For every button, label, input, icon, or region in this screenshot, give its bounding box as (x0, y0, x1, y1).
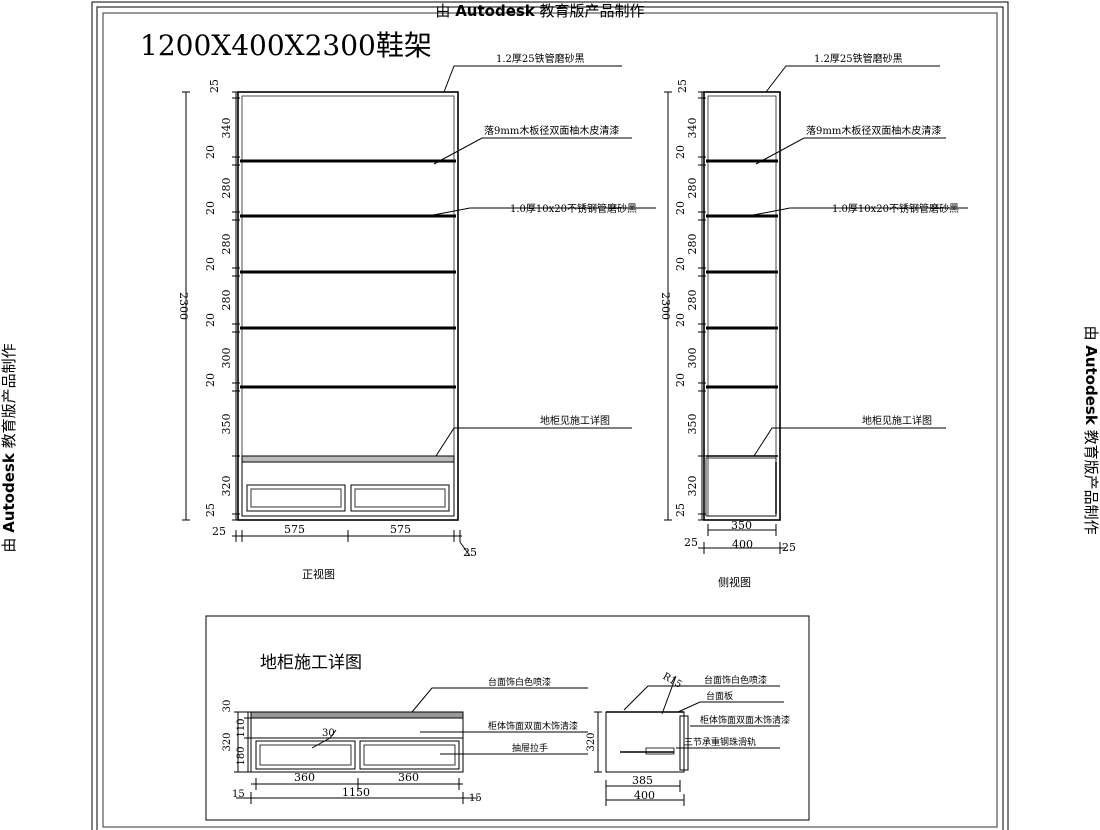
detail-dim-110: 110 (236, 718, 247, 737)
side-view-labels: 2300 25 340 20 280 20 280 20 280 20 300 … (659, 52, 959, 589)
front-seg-10: 20 (204, 373, 217, 387)
detail-dim-360-a: 360 (294, 771, 315, 784)
detail-side-callout-0: 台面饰白色喷漆 (704, 674, 767, 686)
side-seg-13: 25 (674, 503, 687, 517)
front-seg-13: 25 (204, 503, 217, 517)
detail-front (234, 687, 588, 804)
side-callout-3: 地柜见施工详图 (862, 414, 932, 427)
side-dim-400: 400 (732, 538, 753, 551)
side-seg-9: 300 (686, 348, 699, 369)
front-overall-height: 2300 (177, 292, 190, 320)
front-shelves (240, 159, 456, 389)
front-view-labels: 2300 25 340 20 280 20 280 20 280 20 300 … (177, 52, 637, 581)
detail-front-callout-0: 台面饰白色喷漆 (488, 676, 551, 688)
side-seg-12: 320 (686, 476, 699, 497)
side-view (664, 65, 968, 554)
detail-dim-1150: 1150 (342, 786, 370, 799)
front-seg-8: 20 (204, 313, 217, 327)
front-seg-11: 350 (220, 414, 233, 435)
detail-side-callout-1: 台面板 (706, 690, 733, 702)
side-cabinet (705, 457, 777, 517)
front-seg-6: 20 (204, 257, 217, 271)
front-seg-7: 280 (220, 290, 233, 311)
detail-front-callout-2: 抽屉拉手 (512, 742, 548, 754)
side-dim-25-left: 25 (684, 536, 698, 549)
side-caption: 侧视图 (718, 575, 751, 589)
front-dim-575-b: 575 (390, 523, 411, 536)
detail-cabinet-top (250, 717, 464, 739)
side-seg-2: 20 (674, 145, 687, 159)
side-shelves (706, 159, 778, 389)
detail-side-body (605, 711, 685, 773)
front-callout-3: 地柜见施工详图 (540, 414, 610, 427)
front-callout-0: 1.2厚25铁管磨砂黑 (496, 52, 585, 65)
detail-dim-30: 30 (222, 700, 233, 713)
front-dim-right-25: 25 (463, 546, 477, 559)
front-seg-2: 20 (204, 145, 217, 159)
side-seg-7: 280 (686, 290, 699, 311)
detail-front-labels: 30 110 180 320 30 15 360 360 1150 15 台面饰… (222, 676, 578, 804)
front-drawer-left (246, 484, 346, 512)
front-view (182, 65, 656, 557)
side-seg-10: 20 (674, 373, 687, 387)
side-callout-2: 1.0厚10x20不锈钢管磨砂黑 (832, 202, 959, 215)
detail-side-385: 385 (632, 774, 653, 787)
detail-drawer-right (359, 740, 460, 770)
detail-cabinet (250, 737, 464, 773)
front-seg-12: 320 (220, 476, 233, 497)
detail-drawer-left (255, 740, 356, 770)
front-seg-0: 25 (208, 79, 221, 93)
front-drawer-right (350, 484, 450, 512)
front-dim-left-25: 25 (212, 525, 226, 538)
detail-panel (205, 615, 810, 821)
side-callout-1: 落9mm木板径双面柚木皮清漆 (806, 124, 941, 137)
side-seg-4: 20 (674, 201, 687, 215)
detail-side-labels: R15 320 385 400 台面饰白色喷漆 台面板 柜体饰面双面木饰清漆 三… (586, 671, 790, 802)
detail-dim-15-left: 15 (232, 789, 245, 800)
front-seg-1: 340 (220, 118, 233, 139)
detail-side (594, 675, 784, 806)
detail-dim-320: 320 (222, 732, 233, 751)
front-cabinet (241, 461, 455, 517)
watermark-right: 由 Autodesk 教育版产品制作 (1082, 325, 1100, 534)
sheet-border (91, 1, 1009, 830)
watermark-top: 由 Autodesk 教育版产品制作 (435, 2, 644, 20)
front-caption: 正视图 (302, 567, 335, 581)
front-seg-4: 20 (204, 201, 217, 215)
detail-front-callout-1: 柜体饰面双面木饰清漆 (488, 720, 578, 732)
detail-inner-30: 30 (322, 728, 335, 739)
side-seg-3: 280 (686, 178, 699, 199)
side-overall-height: 2300 (659, 292, 672, 320)
side-seg-1: 340 (686, 118, 699, 139)
side-callout-0: 1.2厚25铁管磨砂黑 (814, 52, 903, 65)
watermark-left: 由 Autodesk 教育版产品制作 (0, 343, 18, 552)
side-seg-8: 20 (674, 313, 687, 327)
side-dim-350: 350 (731, 519, 752, 532)
detail-side-drawer (679, 715, 689, 771)
drawing-title: 1200X400X2300鞋架 (140, 29, 432, 62)
front-callout-2: 1.0厚10x20不锈钢管磨砂黑 (510, 202, 637, 215)
detail-dim-15-right: 15 (469, 793, 482, 804)
side-frame (703, 91, 781, 521)
detail-side-callout-3: 三节承重钢珠滑轨 (684, 736, 756, 748)
detail-side-400: 400 (634, 789, 655, 802)
side-seg-11: 350 (686, 414, 699, 435)
front-seg-9: 300 (220, 348, 233, 369)
detail-side-callout-2: 柜体饰面双面木饰清漆 (700, 714, 790, 726)
side-seg-5: 280 (686, 234, 699, 255)
detail-side-320: 320 (586, 732, 597, 751)
front-seg-3: 280 (220, 178, 233, 199)
front-seg-5: 280 (220, 234, 233, 255)
front-dim-575-a: 575 (284, 523, 305, 536)
front-cabinet-top (241, 455, 455, 463)
side-seg-6: 20 (674, 257, 687, 271)
detail-dim-180: 180 (236, 746, 247, 765)
front-frame (237, 91, 459, 521)
side-seg-0: 25 (676, 79, 689, 93)
detail-dim-360-b: 360 (398, 771, 419, 784)
front-callout-1: 落9mm木板径双面柚木皮清漆 (484, 124, 619, 137)
detail-title: 地柜施工详图 (260, 653, 362, 673)
side-dim-25-right: 25 (782, 541, 796, 554)
